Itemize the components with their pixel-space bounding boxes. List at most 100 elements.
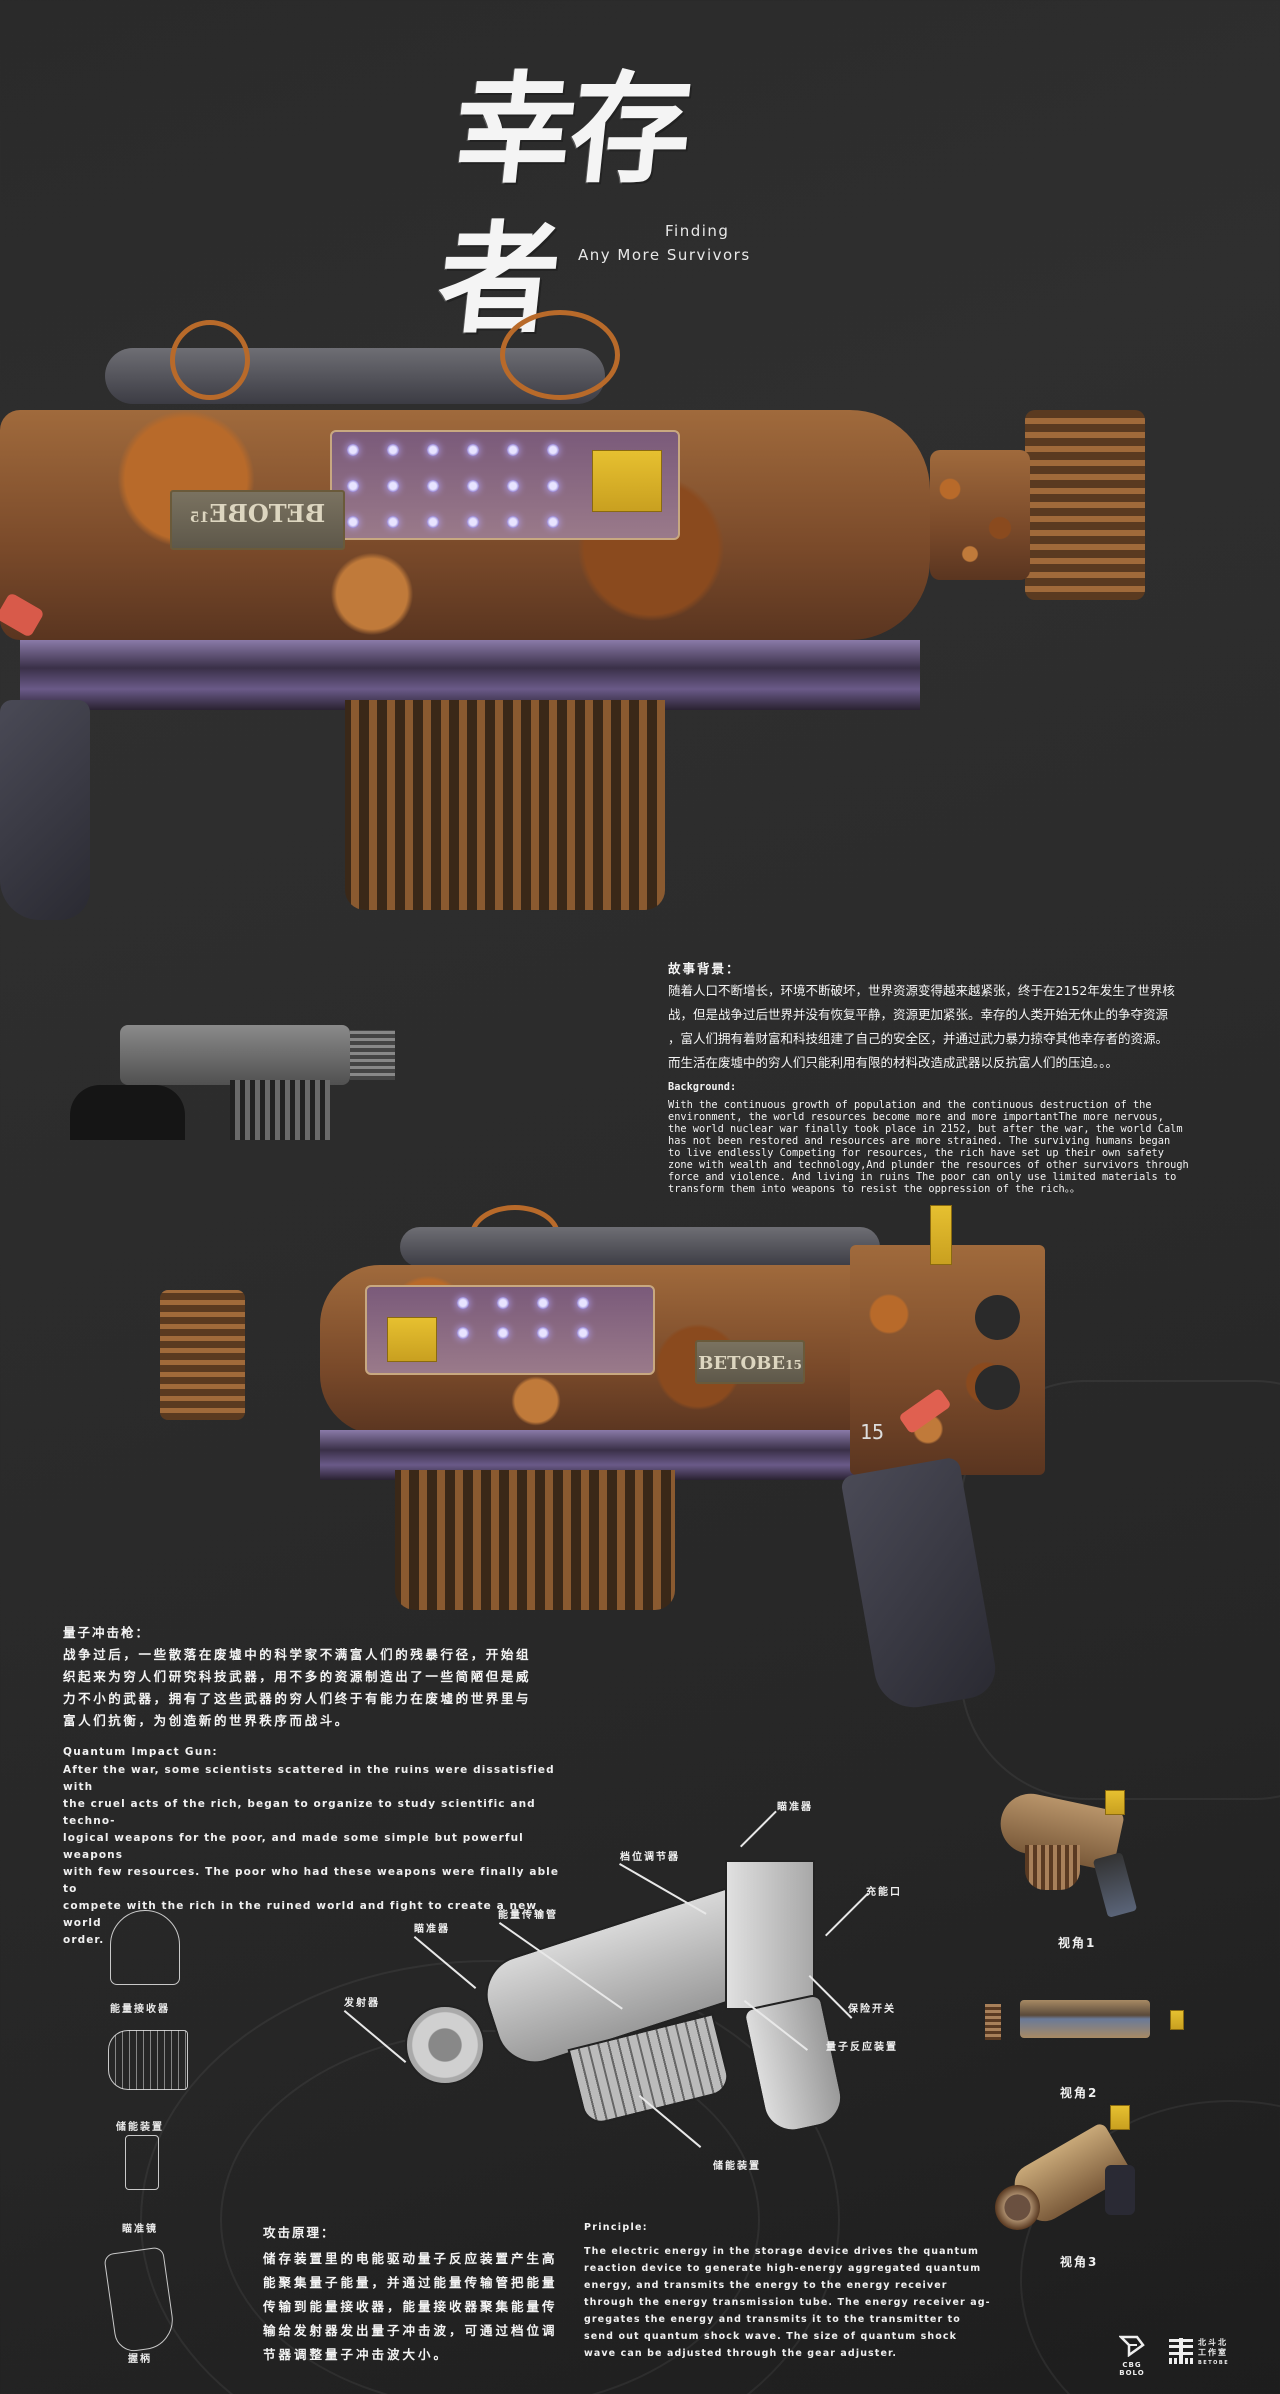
rear-frame xyxy=(850,1245,1045,1475)
plate-text: BETOBE xyxy=(698,1353,786,1374)
led-icon xyxy=(507,480,519,492)
view1-fins xyxy=(1025,1845,1080,1890)
weapon-line: 力不小的武器，拥有了这些武器的穷人们终于有能力在废墟的世界里与 xyxy=(63,1691,532,1706)
side-number: 15 xyxy=(860,1420,885,1444)
logo2-cn-line1: 北斗北 xyxy=(1198,2338,1228,2347)
story-line: 战，但是战争过后世界并没有恢复平静，资源更加紧张。幸存的人类开始无休止的争夺资源 xyxy=(668,1007,1169,1022)
principle-line-en: energy, and transmits the energy to the … xyxy=(584,2280,948,2291)
principle-line: 输给发射器发出量子冲击波，可通过档位调 xyxy=(263,2323,558,2338)
led-icon xyxy=(577,1297,589,1309)
yellow-module xyxy=(592,450,662,512)
plate-number: 15 xyxy=(189,510,210,526)
view3-sight xyxy=(1110,2105,1130,2130)
principle-line: 能聚集量子能量，并通过能量传输管把能量 xyxy=(263,2275,558,2290)
betobe-logo-icon xyxy=(1169,2338,1193,2364)
principle-line-en: The electric energy in the storage devic… xyxy=(584,2246,979,2257)
logo2-text-block: 北斗北 工作室 BETOBE xyxy=(1198,2338,1229,2368)
name-plate: BETOBE15 xyxy=(695,1340,805,1384)
name-plate: BETOBE15 xyxy=(170,490,345,550)
principle-cn-section: 攻击原理： 储存装置里的电能驱动量子反应装置产生高 能聚集量子能量，并通过能量传… xyxy=(263,2222,583,2367)
weapon-line-en: After the war, some scientists scattered… xyxy=(63,1764,555,1793)
hand-silhouette xyxy=(70,1085,185,1140)
plate-number: 15 xyxy=(785,1358,802,1372)
weapon-line: 战争过后，一些散落在废墟中的科学家不满富人们的残暴行径，开始组 xyxy=(63,1647,532,1662)
weapon-heading-cn: 量子冲击枪： xyxy=(63,1625,151,1640)
logo2-cn-line2: 工作室 xyxy=(1198,2348,1228,2357)
led-icon xyxy=(537,1297,549,1309)
callout-storage-device: 储能装置 xyxy=(713,2161,761,2172)
principle-line: 节器调整量子冲击波大小。 xyxy=(263,2347,450,2362)
principle-line-en: send out quantum shock wave. The size of… xyxy=(584,2331,957,2342)
view2-body xyxy=(1020,2000,1150,2038)
subtitle-line1: Finding xyxy=(665,222,730,240)
weapon-section: 量子冲击枪： 战争过后，一些散落在废墟中的科学家不满富人们的残暴行径，开始组 织… xyxy=(63,1622,573,1949)
muzzle-collar xyxy=(930,450,1030,580)
lower-barrel xyxy=(20,640,920,710)
weapon-line-en: the cruel acts of the rich, began to org… xyxy=(63,1798,536,1827)
coil-wire-icon xyxy=(170,320,250,400)
principle-line-en: gregates the energy and transmits it to … xyxy=(584,2314,961,2325)
callout-quantum-reactor: 量子反应装置 xyxy=(826,2042,898,2053)
led-icon xyxy=(347,444,359,456)
callout-sight-front: 瞄准器 xyxy=(414,1924,450,1935)
led-icon xyxy=(507,516,519,528)
led-icon xyxy=(497,1297,509,1309)
part-label-grip: 握柄 xyxy=(128,2354,152,2365)
led-icon xyxy=(547,444,559,456)
weapon-line-en: logical weapons for the poor, and made s… xyxy=(63,1832,524,1861)
view-label-3: 视角3 xyxy=(1060,2255,1099,2269)
mini-gun-muzzle xyxy=(350,1030,395,1080)
scale-reference-thumbnail xyxy=(65,995,395,1145)
view3-muzzle xyxy=(995,2185,1040,2230)
background-sketch-ring xyxy=(220,2030,760,2394)
led-icon xyxy=(467,444,479,456)
led-icon xyxy=(427,444,439,456)
weapon-line: 富人们抗衡，为创造新的世界秩序而战斗。 xyxy=(63,1713,350,1728)
led-icon xyxy=(547,516,559,528)
led-icon xyxy=(467,480,479,492)
lineart-gun-diagram xyxy=(395,1830,865,2137)
weapon-line: 织起来为穷人们研究科技武器，用不多的资源制造出了一些简陋但是威 xyxy=(63,1669,532,1684)
weapon-line-en: order. xyxy=(63,1934,105,1946)
principle-line-en: reaction device to generate high-energy … xyxy=(584,2263,982,2274)
story-heading-en: Background: xyxy=(668,1081,737,1093)
led-panel xyxy=(365,1285,655,1375)
mini-gun-fins xyxy=(230,1080,330,1140)
led-icon xyxy=(427,516,439,528)
diagram-grip xyxy=(742,1993,848,2137)
callout-charging-port: 充能口 xyxy=(866,1887,902,1898)
view1-sight xyxy=(1105,1790,1125,1815)
part-label-energy-storage: 储能装置 xyxy=(116,2122,164,2133)
principle-line: 储存装置里的电能驱动量子反应装置产生高 xyxy=(263,2251,558,2266)
top-sight xyxy=(930,1205,952,1265)
energy-storage-sketch xyxy=(108,2030,188,2090)
diagram-emitter xyxy=(405,2005,485,2085)
led-icon xyxy=(387,480,399,492)
storage-fins xyxy=(395,1470,675,1610)
logo2-en: BETOBE xyxy=(1198,2360,1230,2366)
diagram-rear-block xyxy=(725,1860,815,2010)
logo-cbg-bolo: CBG BOLO xyxy=(1112,2335,1152,2377)
story-body-en: With the continuous growth of population… xyxy=(668,1099,1189,1195)
grip xyxy=(840,1456,1000,1714)
part-label-energy-receiver: 能量接收器 xyxy=(110,2004,170,2015)
led-icon xyxy=(497,1327,509,1339)
muzzle-emitter xyxy=(1025,410,1145,600)
callout-gear-adjuster: 档位调节器 xyxy=(620,1852,680,1863)
led-icon xyxy=(547,480,559,492)
story-section: 故事背景： 随着人口不断增长，环境不断破坏，世界资源变得越来越紧张，终于在215… xyxy=(668,958,1228,1195)
view2-render xyxy=(985,2000,1185,2040)
led-icon xyxy=(507,444,519,456)
second-gun-render: BETOBE15 15 xyxy=(160,1205,1060,1714)
led-panel xyxy=(330,430,680,540)
view2-sight xyxy=(1170,2010,1184,2030)
led-icon xyxy=(457,1297,469,1309)
story-line: 而生活在废墟中的穷人们只能利用有限的材料改造成武器以反抗富人们的压迫。。。 xyxy=(668,1055,1119,1070)
top-tube xyxy=(400,1227,880,1267)
weapon-heading-en: Quantum Impact Gun: xyxy=(63,1746,218,1758)
story-heading-cn: 故事背景： xyxy=(668,961,741,976)
principle-en-section: Principle: The electric energy in the st… xyxy=(584,2222,1004,2362)
principle-line-en: wave can be adjusted through the gear ad… xyxy=(584,2348,898,2359)
story-line: 随着人口不断增长，环境不断破坏，世界资源变得越来越紧张，终于在2152年发生了世… xyxy=(668,983,1175,998)
led-icon xyxy=(457,1327,469,1339)
